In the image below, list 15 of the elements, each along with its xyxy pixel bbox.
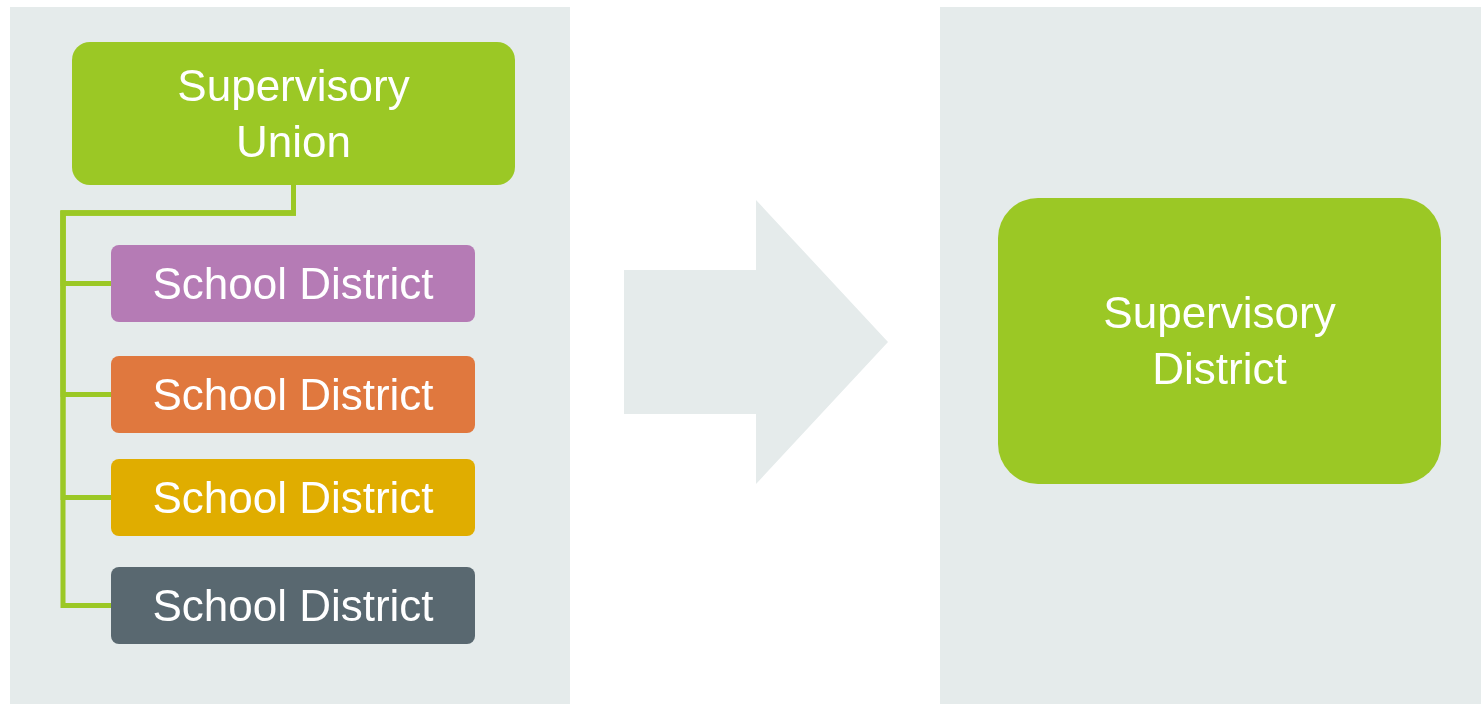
box-label: School District xyxy=(152,579,434,632)
district-box xyxy=(111,245,475,322)
union-box xyxy=(72,42,515,185)
panel-background xyxy=(10,7,570,704)
box-label: School District xyxy=(152,257,434,310)
box-label: Supervisory District xyxy=(1102,287,1337,395)
box-label: Supervisory Union xyxy=(176,59,411,168)
block-arrow xyxy=(624,200,888,484)
box-label: School District xyxy=(152,471,434,524)
district-box xyxy=(111,459,475,536)
district-box xyxy=(111,356,475,433)
box-label: School District xyxy=(152,368,434,421)
panel-background xyxy=(940,7,1481,704)
district-box xyxy=(111,567,475,644)
district-box xyxy=(998,198,1441,484)
